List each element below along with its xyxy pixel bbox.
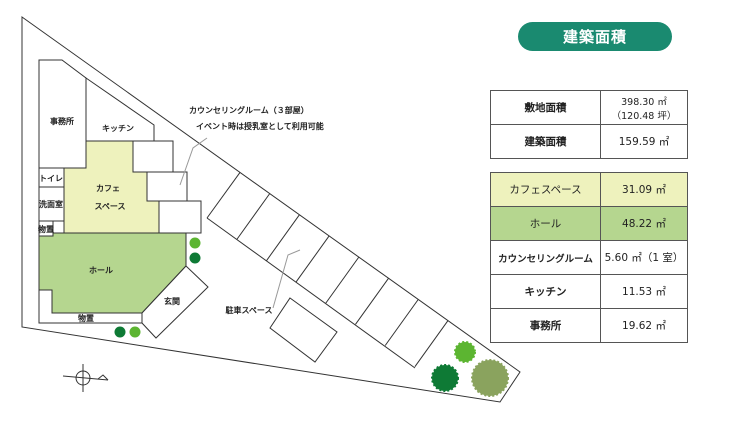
tree-icon bbox=[189, 252, 201, 264]
row-label: 建築面積 bbox=[490, 124, 601, 159]
row-value: 31.09 ㎡ bbox=[600, 172, 688, 207]
storage-label: 物置 bbox=[38, 224, 54, 234]
cafe-label: カフェ bbox=[96, 184, 120, 193]
parking-divider bbox=[355, 278, 389, 325]
row-value: 19.62 ㎡ bbox=[600, 308, 688, 343]
tree-icon bbox=[189, 237, 201, 249]
parking-divider bbox=[295, 235, 330, 283]
washroom bbox=[38, 186, 65, 222]
tree-icon bbox=[114, 326, 126, 338]
parking-divider bbox=[384, 299, 419, 346]
row-value: 11.53 ㎡ bbox=[600, 274, 688, 309]
toilet-label: トイレ bbox=[39, 174, 63, 183]
parking-divider bbox=[206, 172, 241, 219]
row-label: キッチン bbox=[490, 274, 601, 309]
site-outline bbox=[21, 16, 521, 403]
row-value: 398.30 ㎡（120.48 坪） bbox=[600, 90, 688, 125]
hall-label: ホール bbox=[89, 266, 113, 275]
entrance-label: 玄関 bbox=[164, 296, 180, 306]
parking-label: 駐車スペース bbox=[225, 305, 272, 315]
parking-divider bbox=[265, 214, 300, 262]
entrance-room bbox=[141, 265, 209, 339]
office-room bbox=[38, 59, 87, 169]
counseling-label: カウンセリングルーム（３部屋） bbox=[189, 105, 309, 115]
counseling-room bbox=[146, 171, 188, 202]
row-value: 48.22 ㎡ bbox=[600, 206, 688, 241]
cafe-label-2: スペース bbox=[94, 202, 125, 211]
office-label: 事務所 bbox=[50, 116, 74, 126]
kitchen-label: キッチン bbox=[102, 124, 134, 133]
storage2-label: 物置 bbox=[78, 313, 94, 323]
parking-slot bbox=[269, 297, 338, 363]
row-value: 159.59 ㎡ bbox=[600, 124, 688, 159]
parking-divider bbox=[236, 193, 271, 240]
compass-icon bbox=[62, 364, 109, 392]
tree-icon bbox=[431, 364, 459, 392]
storage-room bbox=[38, 220, 54, 237]
row-label: カウンセリングルーム bbox=[490, 240, 601, 275]
row-value: 5.60 ㎡（1 室） bbox=[600, 240, 688, 275]
row-label: ホール bbox=[490, 206, 601, 241]
washroom-label: 洗面室 bbox=[39, 199, 63, 209]
tree-icon bbox=[454, 341, 476, 363]
counseling-room bbox=[158, 200, 202, 234]
row-label: 事務所 bbox=[490, 308, 601, 343]
counseling-note: イベント時は授乳室として利用可能 bbox=[196, 121, 324, 131]
counseling-room bbox=[132, 140, 174, 173]
tree-icon bbox=[129, 326, 141, 338]
row-label: カフェスペース bbox=[490, 172, 601, 207]
row-label: 敷地面積 bbox=[490, 90, 601, 125]
parking-divider bbox=[325, 256, 360, 304]
parking-divider bbox=[414, 320, 449, 367]
tree-icon bbox=[471, 359, 509, 397]
page-title: 建築面積 bbox=[518, 22, 672, 51]
